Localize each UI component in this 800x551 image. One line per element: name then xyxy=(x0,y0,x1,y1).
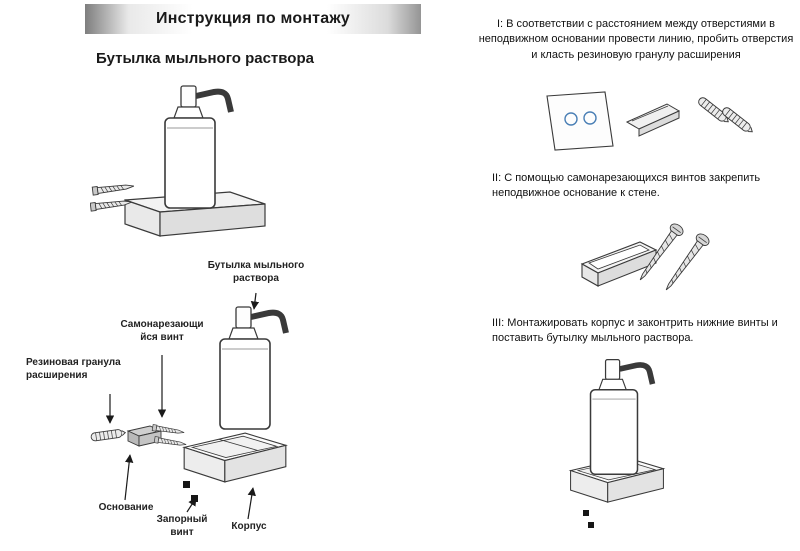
locking-screw-icon xyxy=(588,522,594,528)
subtitle: Бутылка мыльного раствора xyxy=(96,50,314,67)
exploded-drawing xyxy=(90,292,340,520)
base-bracket-icon xyxy=(625,103,681,137)
wall-bracket-icon xyxy=(580,241,658,287)
step-1-text: I: В соответствии с расстоянием между от… xyxy=(478,18,794,61)
step-2-drawing xyxy=(580,221,712,295)
label-body: Корпус xyxy=(231,521,267,532)
wall-plate-icon xyxy=(546,91,614,151)
locking-screw-icon xyxy=(191,495,198,502)
label-locking-screw: Запорный винт xyxy=(156,514,208,538)
title-bar: Инструкция по монтажу xyxy=(85,4,421,34)
soap-bottle-icon xyxy=(591,360,653,475)
step-3-drawing xyxy=(570,352,664,528)
page-title: Инструкция по монтажу xyxy=(156,10,350,27)
label-arrows xyxy=(105,292,260,520)
screw-icon xyxy=(153,436,188,448)
soap-bottle-icon xyxy=(165,86,231,208)
assembled-dispenser-drawing xyxy=(90,80,266,237)
step-2-text: II: С помощью самонарезающихся винтов за… xyxy=(492,172,761,200)
label-expansion-granule: Резиновая гранула расширения xyxy=(26,357,121,381)
soap-bottle-icon xyxy=(220,307,286,429)
wall-bracket-icon xyxy=(124,191,266,237)
label-bottle: Бутылка мыльного раствора xyxy=(207,260,305,284)
locking-screw-icon xyxy=(583,510,589,516)
locking-screw-icon xyxy=(183,481,190,488)
step-3-text: III: Монтажировать корпус и законтрить н… xyxy=(492,317,778,345)
expansion-plug-icon xyxy=(90,428,127,442)
exploded-diagram: Бутылка мыльного раствора Самонарезающи … xyxy=(20,255,340,551)
screw-icon xyxy=(91,181,135,196)
label-self-tapping-screw: Самонарезающи йся винт xyxy=(120,319,204,343)
label-base: Основание xyxy=(98,502,154,513)
step-1-drawing xyxy=(546,91,756,151)
housing-icon xyxy=(183,432,287,483)
